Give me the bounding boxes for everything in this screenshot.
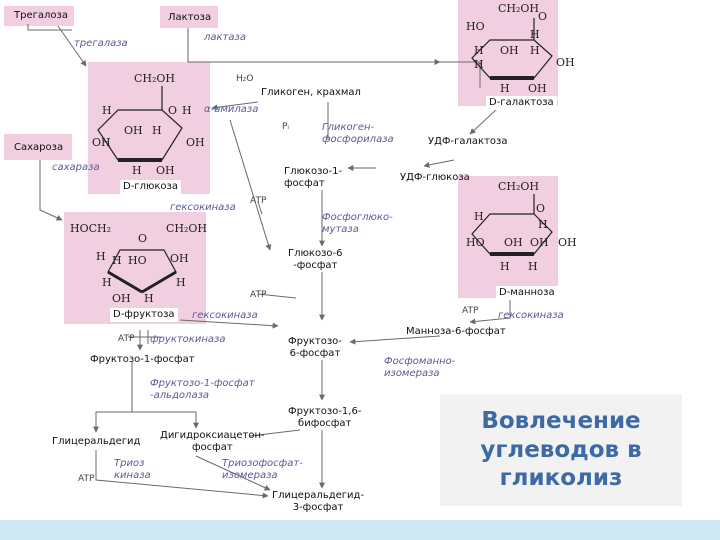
g3p-label: Глицеральдегид- 3-фосфат: [272, 490, 365, 513]
atp-label-1: ATP: [250, 196, 267, 206]
fructokinase-enzyme: фруктокиназа: [150, 334, 226, 345]
udp-glucose-label: УДФ-глюкоза: [400, 172, 470, 183]
glucose-structure-panel: [88, 62, 210, 194]
mannose-6p-label: Манноза-6-фосфат: [406, 326, 506, 337]
triose-kinase-enzyme: Триоз киназа: [114, 458, 151, 481]
hexokinase-glucose-enzyme: гексокиназа: [170, 202, 236, 213]
glyceraldehyde-label: Глицеральдегид: [52, 436, 141, 447]
d-mannose-label: D-манноза: [496, 286, 558, 300]
atp-label-2: ATP: [250, 290, 267, 300]
pi-label: Pᵢ: [282, 122, 290, 132]
fructose-structure-panel: [64, 212, 206, 324]
triose-phosphate-isomerase-enzyme: Триозофосфат- изомераза: [222, 458, 303, 481]
glucose-6p-label: Глюкозо-6 -фосфат: [288, 248, 343, 271]
fructose-1p-label: Фруктозо-1-фосфат: [90, 354, 195, 365]
bottom-decorative-bar: [0, 520, 720, 540]
d-fructose-label: D-фруктоза: [110, 308, 178, 322]
trehalase-enzyme: трегалаза: [74, 38, 128, 49]
slide-title-box: Вовлечение углеводов в гликолиз: [440, 394, 682, 506]
sucrose-panel: [4, 134, 72, 160]
d-galactose-label: D-галактоза: [486, 96, 557, 110]
hexokinase-fructose-enzyme: гексокиназа: [192, 310, 258, 321]
alpha-amylase-enzyme: α-амилаза: [204, 104, 259, 115]
galactose-structure-panel: [458, 0, 558, 106]
d-glucose-label: D-глюкоза: [120, 180, 181, 194]
dhap-label: Дигидроксиацетон- фосфат: [160, 430, 265, 453]
lactase-enzyme: лактаза: [204, 32, 246, 43]
slide-title: Вовлечение углеводов в гликолиз: [480, 407, 642, 492]
sucrase-enzyme: сахараза: [52, 162, 100, 173]
fructose-6p-label: Фруктозо- 6-фосфат: [288, 336, 342, 359]
atp-label-3: ATP: [462, 306, 479, 316]
trehalose-label: Трегалоза: [14, 10, 68, 21]
udp-galactose-label: УДФ-галактоза: [428, 136, 508, 147]
glycogen-starch-label: Гликоген, крахмал: [258, 86, 364, 100]
phosphomannose-isomerase-enzyme: Фосфоманно- изомераза: [384, 356, 456, 379]
glucose-1p-label: Глюкозо-1- фосфат: [284, 166, 343, 189]
trehalose-panel: [4, 6, 74, 26]
fructose-16bp-label: Фруктозо-1,6- бифосфат: [288, 406, 362, 429]
hexokinase-mannose-enzyme: гексокиназа: [498, 310, 564, 321]
atp-label-5: ATP: [78, 474, 95, 484]
sucrose-label: Сахароза: [14, 142, 64, 153]
lactose-panel: [160, 6, 218, 28]
f1p-aldolase-enzyme: Фруктозо-1-фосфат -альдолаза: [150, 378, 255, 401]
lactose-label: Лактоза: [168, 12, 212, 23]
h2o-label: H₂O: [236, 74, 254, 84]
glycogen-phosphorylase-enzyme: Гликоген- фосфорилаза: [322, 122, 394, 145]
phosphoglucomutase-enzyme: Фосфоглюко- мутаза: [322, 212, 393, 235]
atp-label-4: ATP: [118, 334, 135, 344]
